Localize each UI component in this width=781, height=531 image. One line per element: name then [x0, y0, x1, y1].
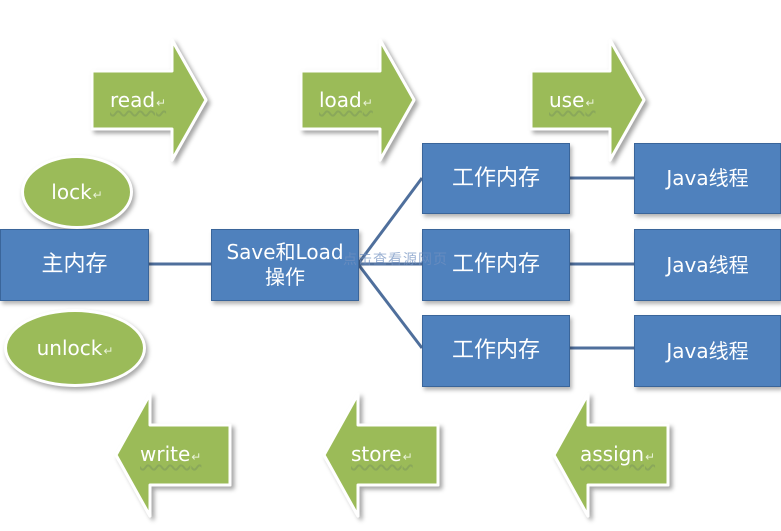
java-thread-label: Java线程: [666, 252, 749, 277]
save-load-box: Save和Load 操作: [211, 229, 359, 301]
java-thread-box-1: Java线程: [634, 143, 781, 214]
unlock-oval: unlock: [4, 309, 146, 387]
working-memory-label: 工作内存: [451, 338, 540, 364]
java-thread-box-3: Java线程: [634, 315, 781, 387]
working-memory-label: 工作内存: [451, 252, 540, 278]
connector-saveload-to-wm3: [356, 263, 424, 349]
java-thread-label: Java线程: [666, 338, 749, 363]
working-memory-box-2: 工作内存: [422, 229, 570, 301]
lock-label: lock: [51, 180, 102, 204]
arrow-assign-label: assign: [580, 442, 655, 466]
arrow-load-label: load: [319, 88, 373, 112]
working-memory-label: 工作内存: [451, 165, 540, 191]
java-thread-box-2: Java线程: [634, 229, 781, 301]
working-memory-box-1: 工作内存: [422, 143, 570, 214]
arrow-use-label: use: [549, 88, 595, 112]
lock-oval: lock: [21, 155, 133, 229]
connectors: [148, 176, 634, 350]
watermark-text: 点击查看源网页: [343, 252, 448, 268]
arrow-read-label: read: [110, 88, 166, 112]
unlock-label: unlock: [37, 336, 114, 360]
main-memory-label: 主内存: [41, 252, 108, 278]
arrow-write-label: write: [140, 442, 201, 466]
save-load-label-line2: 操作: [265, 265, 305, 289]
save-load-label-line1: Save和Load: [226, 240, 344, 264]
arrow-store-label: store: [351, 442, 413, 466]
java-thread-label: Java线程: [666, 166, 749, 190]
main-memory-box: 主内存: [0, 229, 149, 301]
working-memory-box-3: 工作内存: [422, 315, 570, 387]
connector-saveload-to-wm1: [356, 177, 424, 265]
